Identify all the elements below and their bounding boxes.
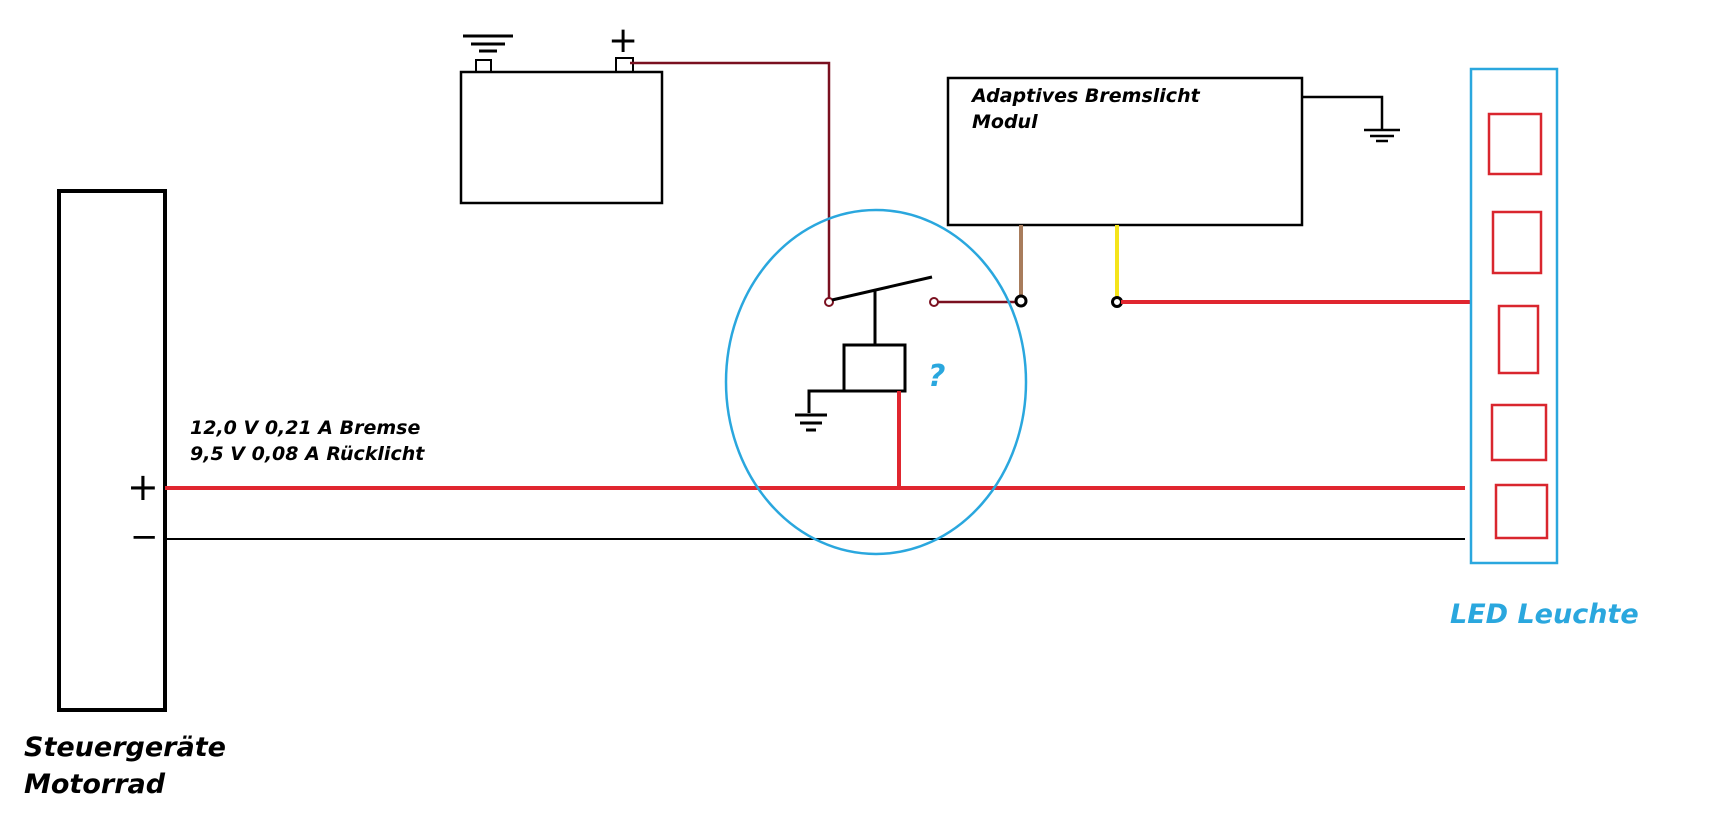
battery-positive-terminal (615, 57, 634, 73)
relay-ground-icon (795, 413, 827, 432)
module-ground-wire (1302, 95, 1384, 130)
controller-minus-sign: − (130, 517, 159, 557)
battery: + (459, 20, 664, 205)
question-mark: ? (928, 359, 945, 394)
controller-plus-sign: + (127, 465, 159, 509)
led-segment (1490, 403, 1548, 462)
relay-ground-wire (807, 389, 844, 413)
module-label-line1: Adaptives Bremslicht (970, 85, 1201, 107)
module-label-line2: Modul (972, 111, 1038, 133)
reading-tail-text: 9,5 V 0,08 A Rücklicht (190, 443, 425, 465)
battery-feed-wire (630, 61, 831, 300)
led-segment (1497, 304, 1540, 375)
led-segment (1494, 483, 1549, 540)
led-lamp-housing (1469, 67, 1559, 565)
controller-label-line1: Steuergeräte (24, 732, 226, 763)
battery-body (459, 70, 664, 205)
led-segment (1491, 210, 1543, 275)
reading-brake-text: 12,0 V 0,21 A Bremse (190, 417, 420, 439)
battery-plus-sign: + (608, 20, 638, 61)
relay-coil (842, 343, 907, 393)
module-yellow-terminal (1111, 296, 1123, 308)
led-segment (1487, 112, 1543, 176)
battery-negative-terminal (475, 59, 492, 73)
switch-lever (831, 275, 933, 302)
brake-light-module (946, 76, 1304, 227)
question-highlight-circle (724, 208, 1028, 556)
switch-contact-left (824, 297, 834, 307)
module-ground-icon (1364, 128, 1400, 143)
relay (795, 275, 939, 488)
module-brown-terminal (1014, 294, 1028, 308)
control-unit-box (57, 189, 167, 712)
battery-ground-icon (463, 34, 513, 53)
led-lamp-label: LED Leuchte (1450, 599, 1639, 630)
switch-contact-right (929, 297, 939, 307)
controller-label-line2: Motorrad (24, 769, 166, 800)
led-lamp (1469, 67, 1559, 565)
